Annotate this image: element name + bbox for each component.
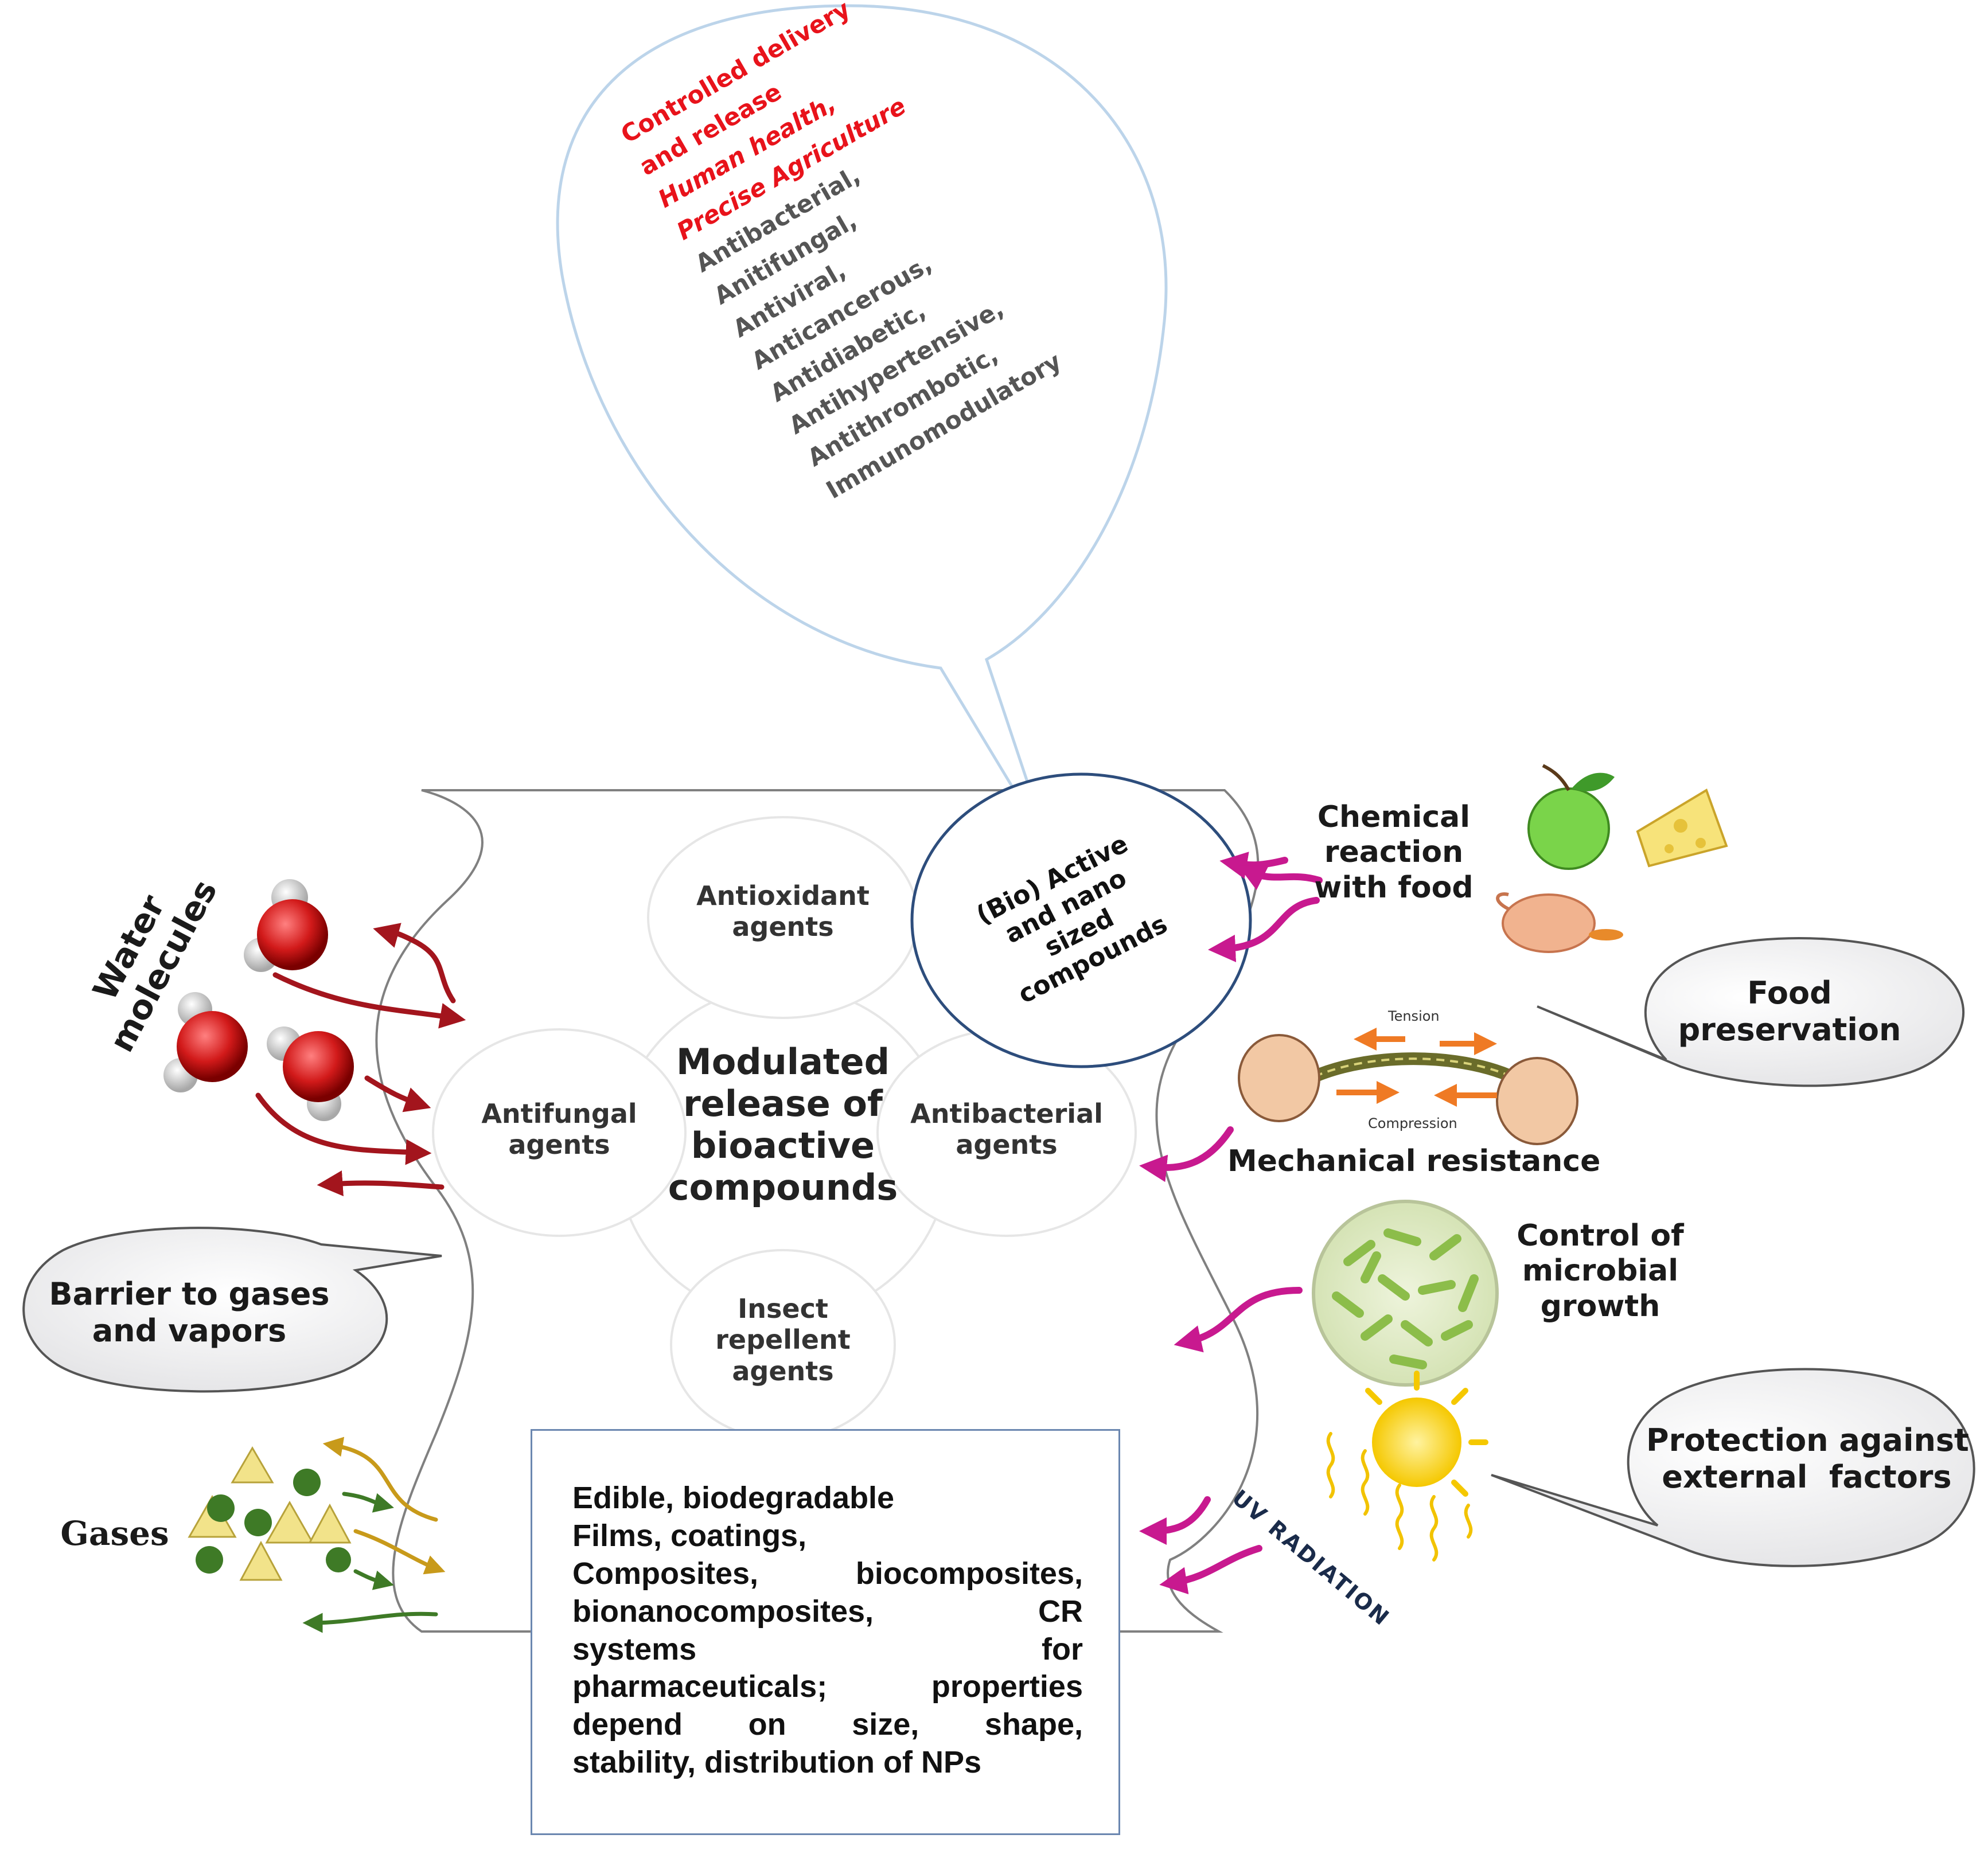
barrier-label: Barrier to gases and vapors	[40, 1276, 338, 1349]
materials-line: stability, distribution of NPs	[572, 1745, 982, 1780]
antifungal-label-line: agents	[508, 1129, 610, 1161]
film-outline	[375, 789, 1260, 1633]
water-molecule-3	[267, 1026, 354, 1121]
center-title-line: compounds	[668, 1166, 898, 1209]
microbial-growth-line: growth	[1540, 1289, 1660, 1324]
chicken-icon	[1496, 892, 1623, 953]
materials-text: Edible, biodegradable Films, coatings, C…	[572, 1480, 1083, 1782]
chemical-reaction-label: Chemical reaction with food	[1285, 800, 1503, 905]
left-fist-icon	[1238, 1034, 1320, 1122]
microbial-growth-line: microbial	[1522, 1254, 1679, 1289]
gas-arrows	[302, 1437, 446, 1633]
insect-label-line: Insect	[738, 1293, 828, 1324]
bioactive-circle	[910, 772, 1252, 1068]
materials-box	[531, 1429, 1120, 1835]
antifungal-label: Antifungal agents	[445, 1098, 674, 1161]
antibacterial-label-line: agents	[956, 1129, 1058, 1161]
top-speech-balloon	[556, 4, 1168, 850]
antibacterial-label: Antibacterial agents	[889, 1098, 1124, 1161]
tension-label: Tension	[1388, 1008, 1440, 1024]
materials-line: Composites, biocomposites,	[572, 1556, 1083, 1591]
microbial-growth-line: Control of	[1517, 1219, 1684, 1253]
apple-icon	[1527, 764, 1615, 870]
insect-repellent-label: Insect repellent agents	[668, 1293, 898, 1387]
water-molecule-1	[244, 879, 328, 972]
food-preservation-line: Food	[1747, 975, 1832, 1011]
materials-line: pharmaceuticals; properties	[572, 1669, 1083, 1704]
mechanical-resistance-label: Mechanical resistance	[1227, 1144, 1601, 1178]
protection-label: Protection against external factors	[1646, 1422, 1969, 1495]
mechanical-resistance-illustration	[1238, 1028, 1578, 1145]
materials-line: depend on size, shape,	[572, 1707, 1083, 1742]
water-molecule-2	[163, 992, 248, 1092]
protection-label-line: external factors	[1662, 1458, 1952, 1495]
cheese-icon	[1636, 789, 1728, 868]
barrier-label-line: Barrier to gases	[49, 1276, 330, 1312]
microbial-growth-label: Control of microbial growth	[1503, 1219, 1698, 1324]
water-arrows	[255, 923, 466, 1196]
protection-label-line: Protection against	[1646, 1422, 1969, 1458]
chemical-reaction-line: reaction	[1324, 835, 1464, 870]
antibacterial-label-line: Antibacterial	[910, 1098, 1103, 1129]
antioxidant-label-line: agents	[732, 911, 834, 943]
petri-dish-icon	[1312, 1200, 1499, 1387]
center-title-line: Modulated	[676, 1041, 890, 1083]
food-preservation-bubble	[1537, 937, 1965, 1087]
antioxidant-label-line: Antioxidant	[696, 880, 870, 911]
insect-label-line: agents	[732, 1355, 834, 1387]
protection-bubble	[1491, 1368, 1975, 1567]
chemical-reaction-line: with food	[1314, 870, 1474, 905]
antifungal-label-line: Antifungal	[481, 1098, 637, 1129]
barrier-label-line: and vapors	[92, 1312, 287, 1349]
magenta-arrows	[1139, 852, 1323, 1595]
materials-line: systems for	[572, 1631, 1083, 1666]
food-preservation-label: Food preservation	[1663, 975, 1916, 1048]
right-fist-icon	[1496, 1057, 1578, 1145]
materials-line: Films, coatings,	[572, 1518, 807, 1553]
gas-particles	[188, 1446, 352, 1581]
center-title-line: release of	[683, 1083, 883, 1125]
food-preservation-line: preservation	[1678, 1011, 1901, 1048]
center-title-line: bioactive	[691, 1125, 875, 1167]
sun-icon	[1365, 1371, 1488, 1497]
uv-rays	[1326, 1432, 1473, 1562]
antifungal-petal	[432, 1028, 687, 1237]
materials-line: Edible, biodegradable	[572, 1481, 895, 1515]
insect-label-line: repellent	[715, 1324, 851, 1356]
materials-line: bionanocomposites, CR	[572, 1594, 1083, 1629]
compression-label: Compression	[1368, 1115, 1457, 1131]
gases-label: Gases	[60, 1514, 169, 1553]
chemical-reaction-line: Chemical	[1317, 800, 1471, 834]
antioxidant-label: Antioxidant agents	[668, 880, 898, 943]
center-title: Modulated release of bioactive compounds	[651, 1041, 915, 1209]
barrier-bubble	[22, 1227, 442, 1393]
